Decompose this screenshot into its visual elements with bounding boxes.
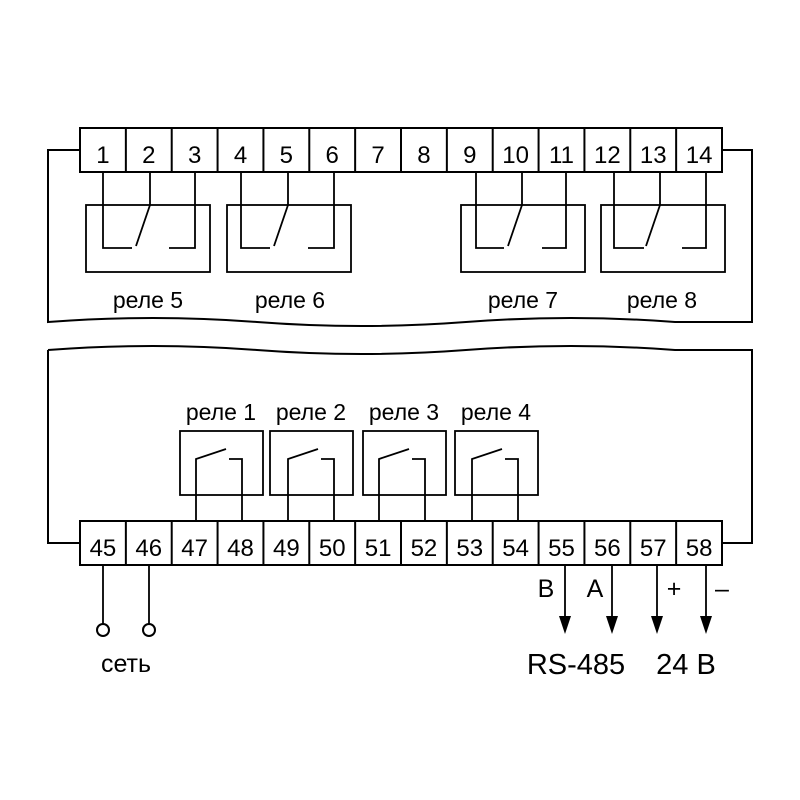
housing-lower-outline [47,345,753,544]
terminal-56: 56 [594,535,621,562]
terminal-48: 48 [227,535,254,562]
rs485-a-label: A [587,575,604,603]
terminal-8: 8 [417,142,430,169]
power-plus-label: + [667,575,682,603]
bottom-terminal-strip: 45 46 47 48 49 50 51 52 53 54 55 56 57 58 [79,520,723,566]
relay-8-label: реле 8 [627,287,697,313]
terminal-5: 5 [280,142,293,169]
relay-7-label: реле 7 [488,287,558,313]
terminal-58: 58 [686,535,713,562]
signal-arrows [559,565,712,634]
terminal-10: 10 [502,142,529,169]
terminal-11: 11 [549,142,574,169]
terminal-51: 51 [365,535,392,562]
terminal-3: 3 [188,142,201,169]
relay-3-label: реле 3 [369,399,439,425]
terminal-12: 12 [594,142,621,169]
terminal-45: 45 [90,535,117,562]
terminal-50: 50 [319,535,346,562]
rs485-b-label: B [538,575,555,603]
terminal-9: 9 [463,142,476,169]
upper-relay-wiring [85,172,726,273]
relay-6-label: реле 6 [255,287,325,313]
mains-label: сеть [101,650,151,678]
terminal-47: 47 [181,535,208,562]
terminal-46: 46 [135,535,162,562]
power-minus-label: – [715,575,729,603]
terminal-57: 57 [640,535,667,562]
power-24v-label: 24 В [656,649,716,681]
terminal-54: 54 [502,535,529,562]
relay-4-label: реле 4 [461,399,531,425]
terminal-6: 6 [326,142,339,169]
terminal-1: 1 [96,142,109,169]
terminal-2: 2 [142,142,155,169]
housing-upper-outline [47,149,753,327]
terminal-49: 49 [273,535,300,562]
terminal-13: 13 [640,142,667,169]
terminal-55: 55 [548,535,575,562]
lower-relay-wiring [179,430,539,521]
terminal-53: 53 [456,535,483,562]
mains-leads [96,565,156,637]
terminal-14: 14 [686,142,713,169]
rs485-label: RS-485 [527,649,625,681]
relay-5-label: реле 5 [113,287,183,313]
relay-2-label: реле 2 [276,399,346,425]
terminal-52: 52 [411,535,438,562]
terminal-4: 4 [234,142,247,169]
terminal-7: 7 [371,142,384,169]
relay-1-label: реле 1 [186,399,256,425]
